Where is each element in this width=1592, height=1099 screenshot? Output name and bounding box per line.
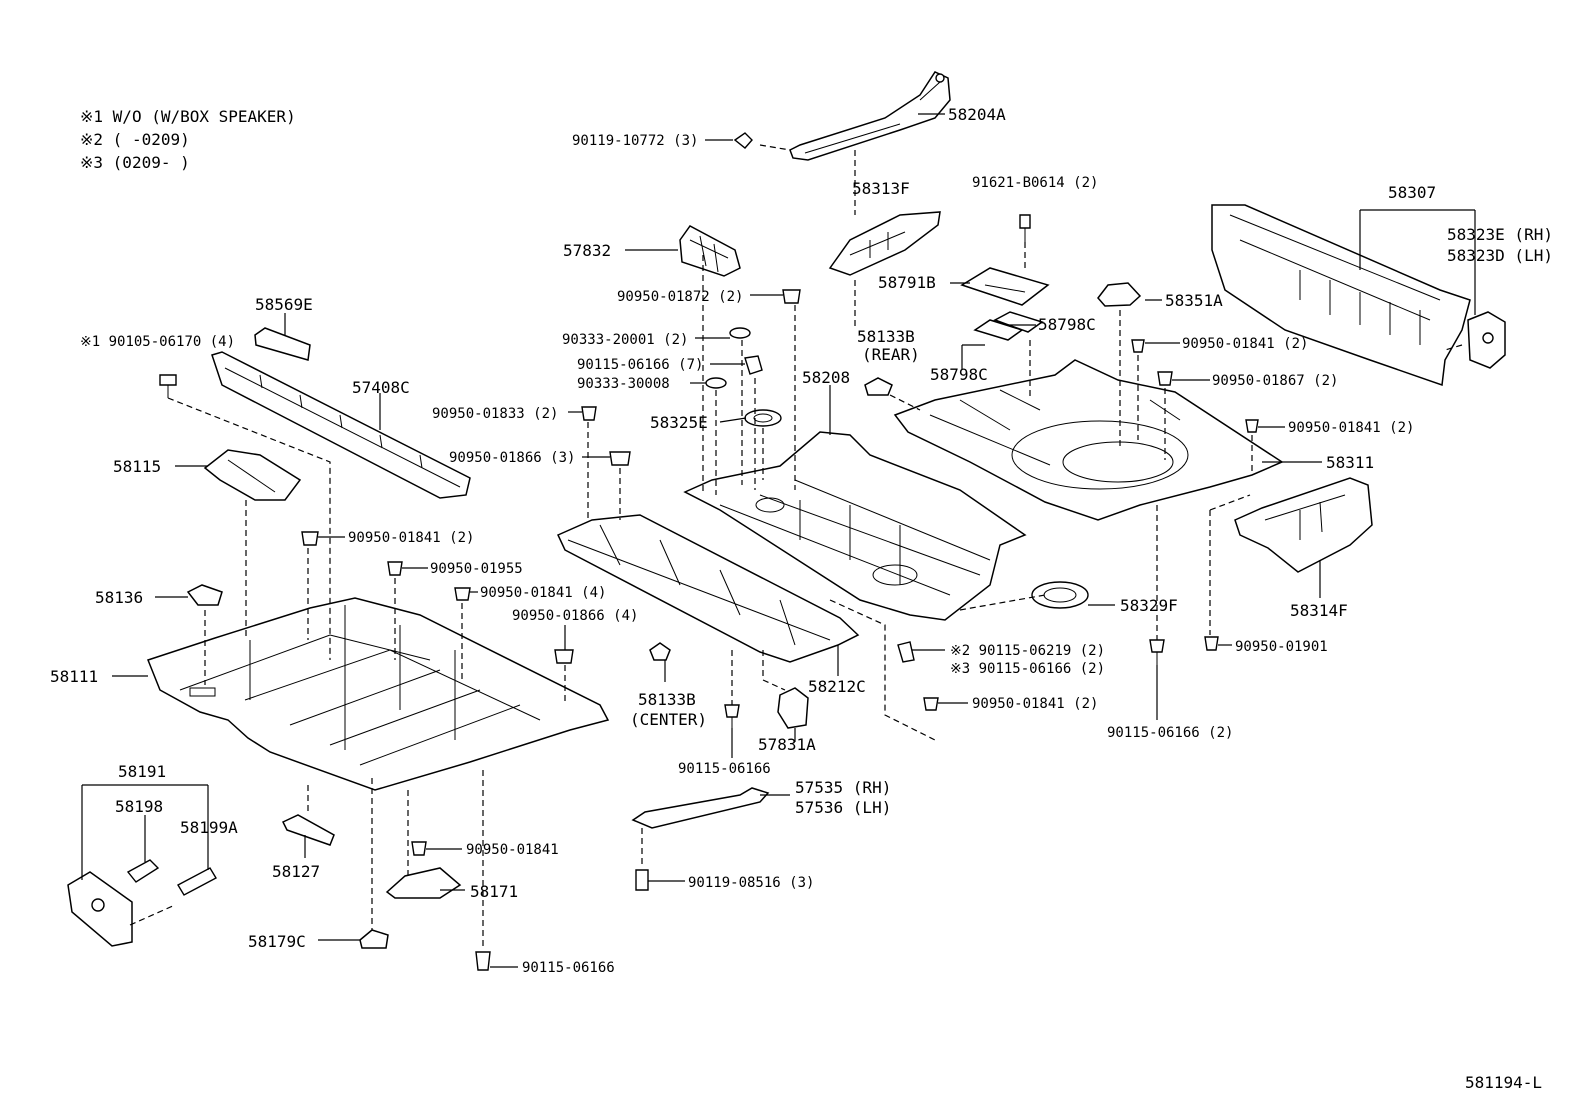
label-58204A[interactable]: 58204A bbox=[948, 105, 1006, 124]
part-58191[interactable] bbox=[67, 871, 133, 947]
part-58111[interactable] bbox=[147, 597, 610, 791]
label-58314F[interactable]: 58314F bbox=[1290, 601, 1348, 620]
label-90950-01841-b[interactable]: 90950-01841 (2) bbox=[1288, 420, 1414, 436]
label-58133B-center[interactable]: 58133B bbox=[638, 690, 696, 709]
label-58191[interactable]: 58191 bbox=[118, 762, 166, 781]
label-90115-06166-a[interactable]: 90115-06166 bbox=[678, 761, 771, 777]
part-58133B-center[interactable] bbox=[649, 642, 671, 661]
label-58311[interactable]: 58311 bbox=[1326, 453, 1374, 472]
part-57832[interactable] bbox=[679, 225, 741, 277]
label-90950-01833[interactable]: 90950-01833 (2) bbox=[432, 406, 558, 422]
label-58179C[interactable]: 58179C bbox=[248, 932, 306, 951]
part-58311[interactable] bbox=[893, 359, 1284, 521]
part-58325E[interactable] bbox=[744, 409, 782, 427]
part-58351A[interactable] bbox=[1097, 282, 1142, 307]
label-90950-01867[interactable]: 90950-01867 (2) bbox=[1212, 373, 1338, 389]
part-58199A-bolt[interactable] bbox=[177, 867, 217, 896]
label-58798C-b[interactable]: 58798C bbox=[930, 365, 988, 384]
part-58204A[interactable] bbox=[789, 71, 951, 161]
part-57535-57536[interactable] bbox=[631, 787, 770, 829]
part-57831A[interactable] bbox=[777, 687, 809, 729]
part-57408C[interactable] bbox=[211, 351, 471, 499]
label-90115-06166-7[interactable]: 90115-06166 (7) bbox=[577, 357, 703, 373]
label-58136[interactable]: 58136 bbox=[95, 588, 143, 607]
label-58115[interactable]: 58115 bbox=[113, 457, 161, 476]
label-90115-06219[interactable]: ※2 90115-06219 (2) bbox=[950, 643, 1105, 659]
label-58133B-rear-sub: (REAR) bbox=[862, 345, 920, 364]
part-58198-bolt[interactable] bbox=[126, 859, 160, 883]
part-58798C-pads[interactable] bbox=[973, 311, 1044, 341]
label-58127[interactable]: 58127 bbox=[272, 862, 320, 881]
label-90105-06170[interactable]: ※1 90105-06170 (4) bbox=[80, 334, 235, 350]
label-58133B-rear[interactable]: 58133B bbox=[857, 327, 915, 346]
part-58569E[interactable] bbox=[254, 327, 311, 361]
part-58179C[interactable] bbox=[359, 929, 389, 949]
label-90950-01866-4[interactable]: 90950-01866 (4) bbox=[512, 608, 638, 624]
label-58307[interactable]: 58307 bbox=[1388, 183, 1436, 202]
label-58313F[interactable]: 58313F bbox=[852, 179, 910, 198]
note-3: ※3 (0209- ) bbox=[80, 153, 190, 172]
label-90950-01841-c[interactable]: 90950-01841 (2) bbox=[348, 530, 474, 546]
label-58133B-center-sub: (CENTER) bbox=[630, 710, 707, 729]
label-58569E[interactable]: 58569E bbox=[255, 295, 313, 314]
label-58323E[interactable]: 58323E (RH) bbox=[1447, 225, 1553, 244]
part-58329F[interactable] bbox=[1031, 581, 1089, 609]
part-58208[interactable] bbox=[683, 431, 1027, 621]
leader-lines bbox=[81, 113, 1476, 968]
note-2: ※2 ( -0209) bbox=[80, 130, 190, 149]
part-58115[interactable] bbox=[203, 449, 302, 501]
label-58791B[interactable]: 58791B bbox=[878, 273, 936, 292]
label-58798C-a[interactable]: 58798C bbox=[1038, 315, 1096, 334]
label-58171[interactable]: 58171 bbox=[470, 882, 518, 901]
label-57535[interactable]: 57535 (RH) bbox=[795, 778, 891, 797]
label-58323D[interactable]: 58323D (LH) bbox=[1447, 246, 1553, 265]
label-58212C[interactable]: 58212C bbox=[808, 677, 866, 696]
part-58791B[interactable] bbox=[960, 267, 1050, 306]
part-58133B-rear[interactable] bbox=[864, 377, 893, 396]
label-58111[interactable]: 58111 bbox=[50, 667, 98, 686]
label-58351A[interactable]: 58351A bbox=[1165, 291, 1223, 310]
label-90115-06166-2b[interactable]: 90115-06166 (2) bbox=[1107, 725, 1233, 741]
note-1: ※1 W/O (W/BOX SPEAKER) bbox=[80, 107, 296, 126]
label-90333-30008[interactable]: 90333-30008 bbox=[577, 376, 670, 392]
label-90950-01841-d[interactable]: 90950-01841 (2) bbox=[972, 696, 1098, 712]
fastener-glyphs bbox=[159, 132, 1259, 971]
label-57832[interactable]: 57832 bbox=[563, 241, 611, 260]
part-58314F[interactable] bbox=[1234, 477, 1373, 573]
label-58329F[interactable]: 58329F bbox=[1120, 596, 1178, 615]
label-57536[interactable]: 57536 (LH) bbox=[795, 798, 891, 817]
label-90950-01841-a[interactable]: 90950-01841 (2) bbox=[1182, 336, 1308, 352]
part-58323E-58323D[interactable] bbox=[1467, 311, 1506, 369]
label-90333-20001[interactable]: 90333-20001 (2) bbox=[562, 332, 688, 348]
label-58325E[interactable]: 58325E bbox=[650, 413, 708, 432]
part-58171[interactable] bbox=[385, 867, 462, 899]
label-90950-01841-e[interactable]: 90950-01841 bbox=[466, 842, 559, 858]
label-57831A[interactable]: 57831A bbox=[758, 735, 816, 754]
label-90119-10772[interactable]: 90119-10772 (3) bbox=[572, 133, 698, 149]
label-90119-08516[interactable]: 90119-08516 (3) bbox=[688, 875, 814, 891]
part-labels: 90119-10772 (3) 58204A 58313F 91621-B061… bbox=[50, 105, 1553, 976]
label-58199A[interactable]: 58199A bbox=[180, 818, 238, 837]
diagram-id: 581194-L bbox=[1465, 1073, 1542, 1092]
label-57408C[interactable]: 57408C bbox=[352, 378, 410, 397]
label-90950-01866-3[interactable]: 90950-01866 (3) bbox=[449, 450, 575, 466]
label-90115-06166-2a[interactable]: ※3 90115-06166 (2) bbox=[950, 661, 1105, 677]
label-91621-B0614[interactable]: 91621-B0614 (2) bbox=[972, 175, 1098, 191]
label-90950-01955[interactable]: 90950-01955 bbox=[430, 561, 523, 577]
label-58208[interactable]: 58208 bbox=[802, 368, 850, 387]
part-58212C[interactable] bbox=[556, 514, 860, 663]
label-90950-01901[interactable]: 90950-01901 bbox=[1235, 639, 1328, 655]
label-90950-01872[interactable]: 90950-01872 (2) bbox=[617, 289, 743, 305]
part-58127[interactable] bbox=[281, 814, 335, 846]
legend-notes: ※1 W/O (W/BOX SPEAKER) ※2 ( -0209) ※3 (0… bbox=[80, 107, 296, 172]
part-58313F[interactable] bbox=[828, 211, 941, 276]
label-58198[interactable]: 58198 bbox=[115, 797, 163, 816]
label-90115-06166-b[interactable]: 90115-06166 bbox=[522, 960, 615, 976]
part-58136[interactable] bbox=[186, 584, 223, 606]
part-58307[interactable] bbox=[1211, 204, 1471, 387]
label-90950-01841-4[interactable]: 90950-01841 (4) bbox=[480, 585, 606, 601]
